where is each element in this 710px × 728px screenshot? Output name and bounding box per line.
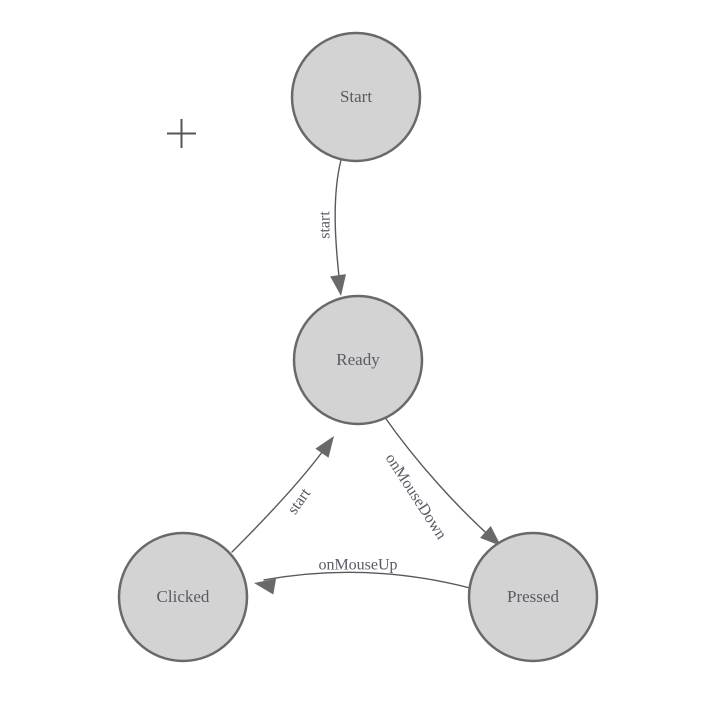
edge-hitarea-clicked-to-ready[interactable] xyxy=(232,444,328,552)
arrowhead-start-to-ready xyxy=(330,274,346,296)
edge-start-to-ready[interactable] xyxy=(330,159,349,297)
edge-pressed-to-clicked[interactable] xyxy=(253,571,471,595)
node-pressed[interactable]: Pressed xyxy=(467,531,599,663)
edge-line-pressed-to-clicked xyxy=(263,571,471,589)
node-circle-pressed[interactable] xyxy=(467,531,599,663)
edge-label-start-to-ready[interactable]: start xyxy=(317,211,334,239)
node-circle-clicked[interactable] xyxy=(117,531,249,663)
crosshair-cursor-layer xyxy=(167,119,196,148)
node-clicked[interactable]: Clicked xyxy=(117,531,249,663)
edges-layer xyxy=(231,159,506,595)
node-circle-ready[interactable] xyxy=(292,294,424,426)
edge-line-clicked-to-ready xyxy=(231,443,329,553)
arrowhead-clicked-to-ready xyxy=(315,436,334,458)
edge-clicked-to-ready[interactable] xyxy=(231,431,341,553)
edge-line-start-to-ready xyxy=(334,159,342,287)
edge-ready-to-pressed[interactable] xyxy=(383,415,506,552)
crosshair-cursor xyxy=(167,119,196,148)
node-ready[interactable]: Ready xyxy=(292,294,424,426)
node-start[interactable]: Start xyxy=(290,31,422,163)
arrowhead-pressed-to-clicked xyxy=(254,578,277,595)
edge-line-ready-to-pressed xyxy=(383,415,495,541)
arrowhead-ready-to-pressed xyxy=(480,526,501,546)
edge-label-pressed-to-clicked[interactable]: onMouseUp xyxy=(318,557,397,574)
node-circle-start[interactable] xyxy=(290,31,422,163)
